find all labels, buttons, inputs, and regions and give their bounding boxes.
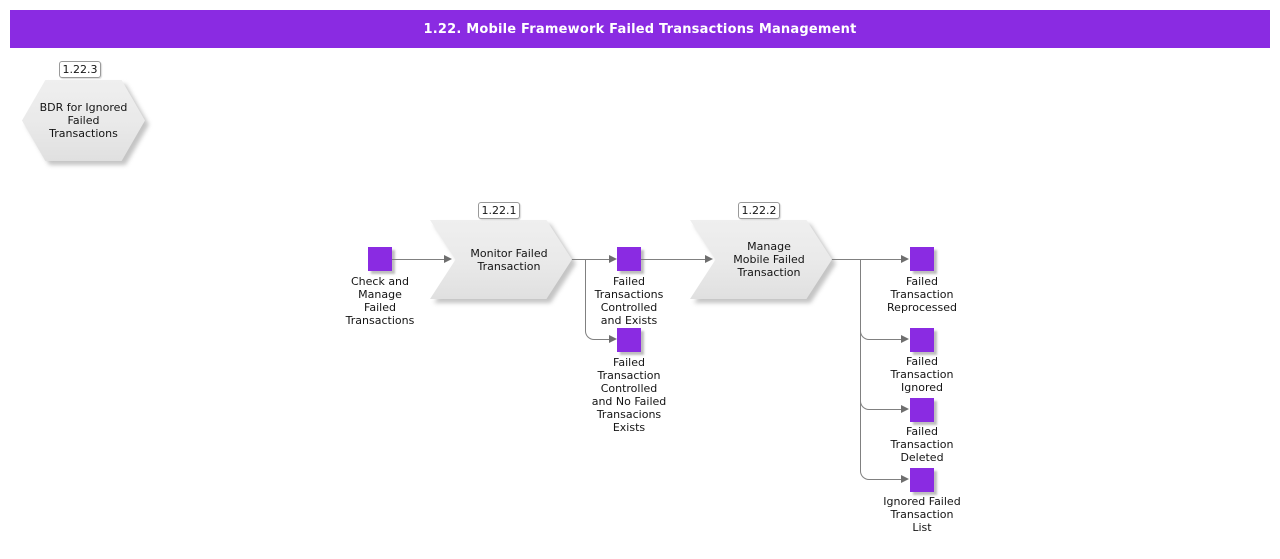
- event-controlled-no-exists-node[interactable]: [617, 328, 641, 352]
- hexagon-bdr-label: BDR for Ignored Failed Transactions: [39, 101, 128, 140]
- process-manage-mobile-node[interactable]: Manage Mobile Failed Transaction: [690, 220, 832, 299]
- ref-label-bdr: 1.22.3: [59, 61, 101, 78]
- arrowhead-icon: [901, 255, 909, 263]
- connector-line: [830, 259, 901, 260]
- event-ignored-label: Failed Transaction Ignored: [890, 355, 954, 394]
- event-check-manage-label: Check and Manage Failed Transactions: [345, 275, 415, 327]
- diagram-title-bar: 1.22. Mobile Framework Failed Transactio…: [10, 10, 1270, 48]
- arrowhead-icon: [901, 475, 909, 483]
- connector-line: [871, 339, 901, 340]
- ref-label-bdr-text: 1.22.3: [62, 63, 98, 76]
- connector-elbow: [860, 470, 871, 480]
- event-ignored-list-node[interactable]: [910, 468, 934, 492]
- ref-label-monitor: 1.22.1: [478, 202, 520, 219]
- ref-label-manage-mobile-text: 1.22.2: [741, 204, 777, 217]
- diagram-title: 1.22. Mobile Framework Failed Transactio…: [423, 21, 857, 37]
- arrowhead-icon: [705, 255, 713, 263]
- connector-line: [585, 259, 586, 330]
- hexagon-bdr-node[interactable]: BDR for Ignored Failed Transactions: [22, 80, 145, 161]
- event-controlled-no-exists-label: Failed Transaction Controlled and No Fai…: [591, 356, 667, 434]
- arrowhead-icon: [444, 255, 452, 263]
- event-controlled-exists-node[interactable]: [617, 247, 641, 271]
- connector-elbow: [585, 330, 596, 340]
- process-manage-mobile-label: Manage Mobile Failed Transaction: [733, 240, 805, 279]
- connector-line: [871, 479, 901, 480]
- process-monitor-label: Monitor Failed Transaction: [470, 246, 548, 273]
- connector-line: [392, 259, 444, 260]
- arrowhead-icon: [609, 335, 617, 343]
- arrowhead-icon: [901, 405, 909, 413]
- connector-elbow: [860, 330, 871, 340]
- connector-line: [860, 259, 861, 470]
- ref-label-monitor-text: 1.22.1: [481, 204, 517, 217]
- event-ignored-node[interactable]: [910, 328, 934, 352]
- event-ignored-list-label: Ignored Failed Transaction List: [883, 495, 961, 534]
- event-reprocessed-label: Failed Transaction Reprocessed: [887, 275, 957, 314]
- arrowhead-icon: [901, 335, 909, 343]
- connector-line: [871, 409, 901, 410]
- event-reprocessed-node[interactable]: [910, 247, 934, 271]
- connector-elbow: [860, 400, 871, 410]
- arrowhead-icon: [609, 255, 617, 263]
- connector-line: [571, 259, 609, 260]
- ref-label-manage-mobile: 1.22.2: [738, 202, 780, 219]
- event-controlled-exists-label: Failed Transactions Controlled and Exist…: [594, 275, 664, 327]
- process-monitor-node[interactable]: Monitor Failed Transaction: [430, 220, 572, 299]
- connector-line: [641, 259, 705, 260]
- event-check-manage-node[interactable]: [368, 247, 392, 271]
- process-manage-mobile-wrap: Manage Mobile Failed Transaction: [690, 220, 832, 299]
- process-monitor-wrap: Monitor Failed Transaction: [430, 220, 572, 299]
- event-deleted-node[interactable]: [910, 398, 934, 422]
- connector-line: [596, 339, 609, 340]
- hexagon-bdr-wrap: BDR for Ignored Failed Transactions: [22, 80, 145, 161]
- event-deleted-label: Failed Transaction Deleted: [890, 425, 954, 464]
